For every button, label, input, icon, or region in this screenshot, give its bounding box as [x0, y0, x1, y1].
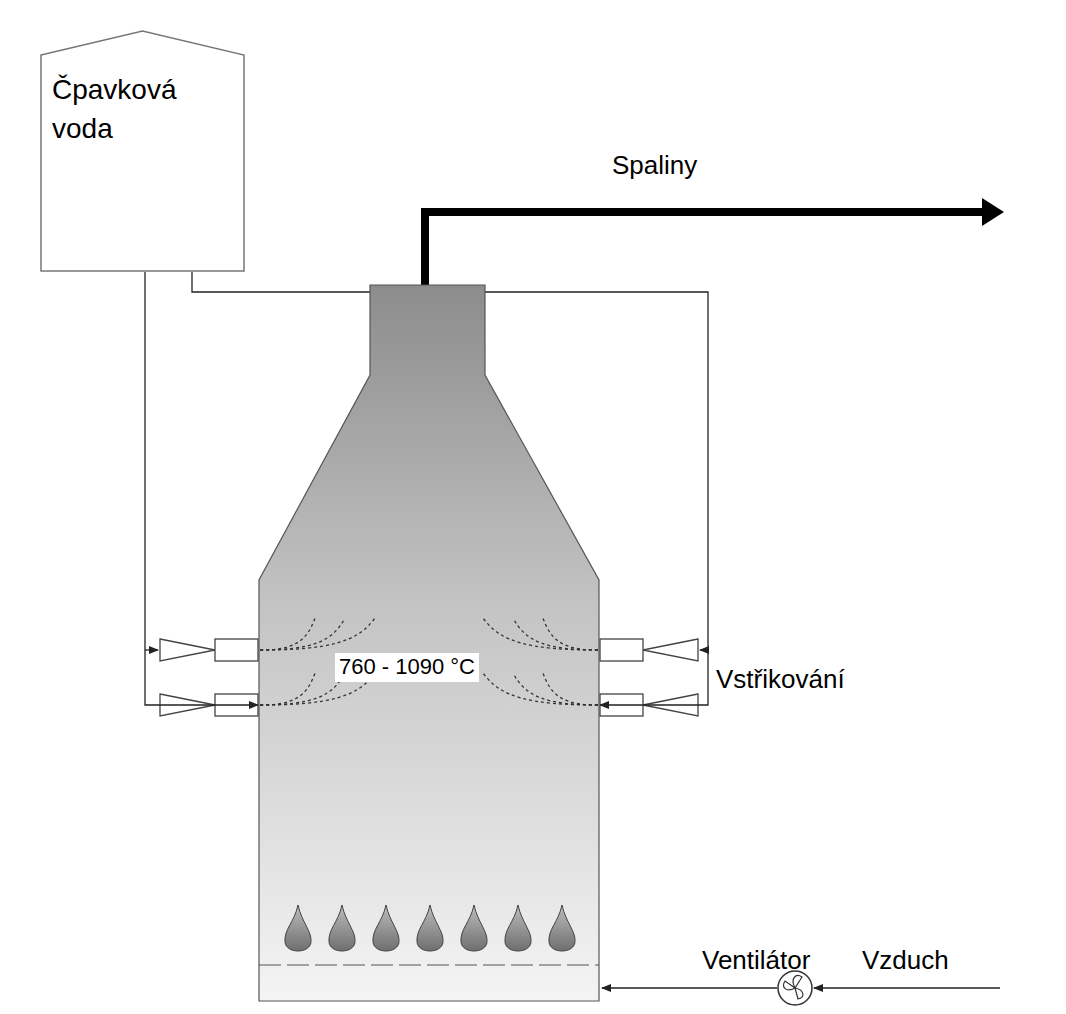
- tank-label: Čpavková voda: [52, 70, 217, 148]
- spray: [260, 673, 315, 705]
- furnace-shape: [259, 285, 599, 1001]
- spray: [483, 673, 598, 705]
- spray: [513, 673, 598, 705]
- tank-shape: [41, 31, 244, 271]
- storage-tank: Čpavková voda: [40, 30, 245, 272]
- flame: [461, 905, 487, 951]
- injection-label: Vstřikování: [716, 664, 845, 695]
- furnace-outline: [258, 285, 600, 1002]
- injector-feed: [700, 649, 708, 650]
- flame: [373, 905, 399, 951]
- spray: [513, 618, 598, 650]
- spray: [260, 618, 375, 650]
- air-label: Vzduch: [862, 945, 949, 976]
- temperature-label: 760 - 1090 °C: [335, 653, 479, 682]
- spray: [543, 673, 598, 705]
- fan-label: Ventilátor: [702, 945, 810, 976]
- flue-gas-label: Spaliny: [612, 150, 697, 181]
- spray: [260, 673, 345, 705]
- flue-gas-arrowhead: [982, 198, 1004, 226]
- spray: [543, 618, 598, 650]
- feed-line: [145, 272, 258, 705]
- flame: [329, 905, 355, 951]
- flame: [549, 905, 575, 951]
- spray: [260, 618, 345, 650]
- air-duct: [602, 987, 777, 988]
- air-duct: [814, 987, 1000, 988]
- flame: [505, 905, 531, 951]
- flue-gas-duct: [425, 212, 985, 378]
- furnace: 760 - 1090 °C: [258, 285, 600, 1002]
- spray: [260, 618, 315, 650]
- injector-feed: [145, 649, 158, 650]
- flame: [417, 905, 443, 951]
- spray: [483, 618, 598, 650]
- fan-symbol: [778, 971, 812, 1005]
- storage-tank-outline: [40, 30, 245, 272]
- flame: [285, 905, 311, 951]
- grate: [259, 964, 599, 965]
